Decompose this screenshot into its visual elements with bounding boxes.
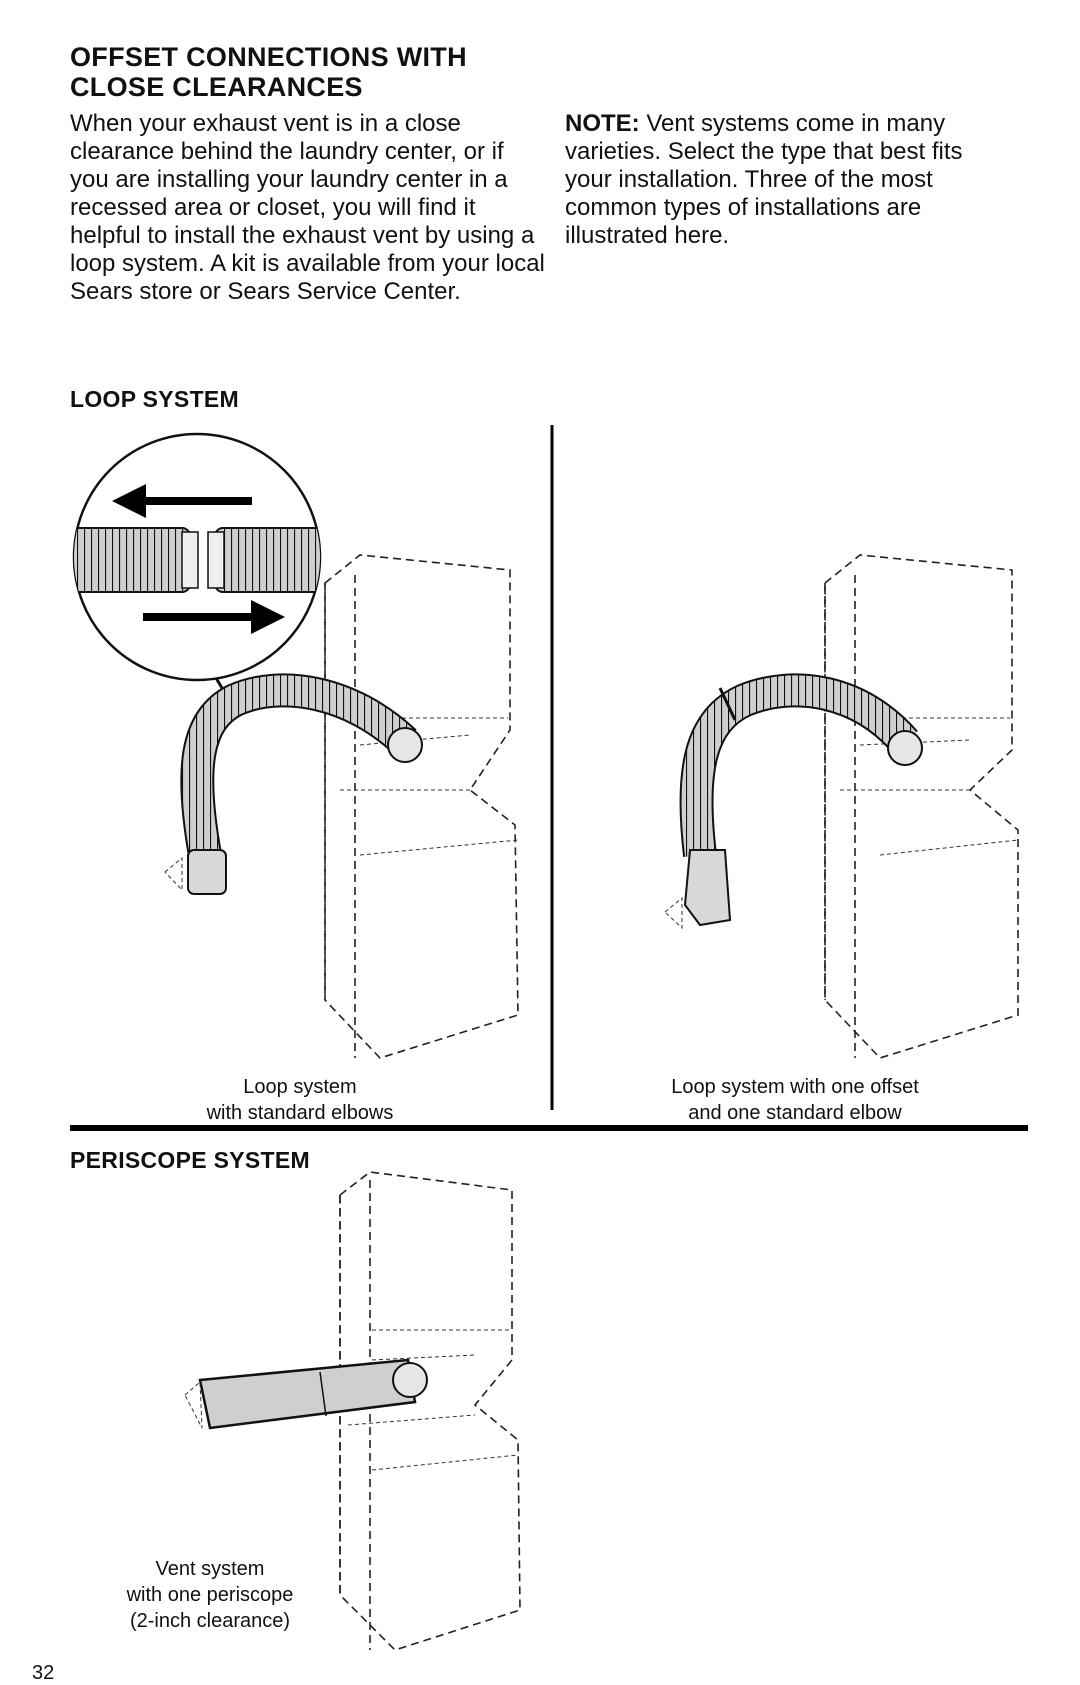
periscope-caption-line1: Vent system xyxy=(155,1558,265,1580)
loop-standard-elbows-figure xyxy=(72,432,519,1059)
dryer-elbow-right xyxy=(887,730,923,766)
laundry-center-outline-right xyxy=(824,554,1019,1059)
note-text: Vent systems come in many varieties. Sel… xyxy=(565,110,963,249)
periscope-system-heading: PERISCOPE SYSTEM xyxy=(70,1147,310,1173)
dryer-elbow xyxy=(387,727,423,763)
loop-right-caption: Loop system with one offset and one stan… xyxy=(630,1074,960,1126)
loop-offset-elbow-figure xyxy=(664,554,1019,1059)
periscope-duct xyxy=(198,1358,417,1430)
page-title: OFFSET CONNECTIONS WITH CLOSE CLEARANCES xyxy=(70,42,590,102)
note-label: NOTE: xyxy=(565,110,640,137)
laundry-center-outline-periscope xyxy=(339,1171,521,1651)
wall-elbow xyxy=(187,849,227,895)
page-title-line2: CLOSE CLEARANCES xyxy=(70,72,363,102)
loop-left-caption-line1: Loop system xyxy=(243,1076,357,1098)
arrow-right-icon xyxy=(143,600,285,634)
periscope-caption-line2: with one periscope xyxy=(126,1584,294,1606)
periscope-figure xyxy=(184,1171,521,1651)
offset-elbow xyxy=(683,849,732,927)
loop-right-caption-line2: and one standard elbow xyxy=(688,1102,902,1124)
laundry-center-outline xyxy=(324,554,519,1059)
note-paragraph: NOTE: Vent systems come in many varietie… xyxy=(565,110,1010,250)
arrow-left-icon xyxy=(112,484,252,518)
periscope-caption: Vent system with one periscope (2-inch c… xyxy=(100,1556,320,1634)
loop-left-caption: Loop system with standard elbows xyxy=(170,1074,430,1126)
loop-right-caption-line1: Loop system with one offset xyxy=(671,1076,919,1098)
periscope-dryer-connector xyxy=(392,1362,428,1398)
coupling-detail xyxy=(72,432,322,682)
intro-paragraph: When your exhaust vent is in a close cle… xyxy=(70,110,545,305)
section-divider xyxy=(70,1125,1028,1131)
loop-left-caption-line2: with standard elbows xyxy=(206,1102,394,1124)
page-title-line1: OFFSET CONNECTIONS WITH xyxy=(70,42,467,72)
duct-coupling-icon xyxy=(74,527,191,593)
loop-system-heading: LOOP SYSTEM xyxy=(70,386,240,412)
page-number: 32 xyxy=(32,1662,55,1684)
periscope-caption-line3: (2-inch clearance) xyxy=(129,1610,291,1632)
